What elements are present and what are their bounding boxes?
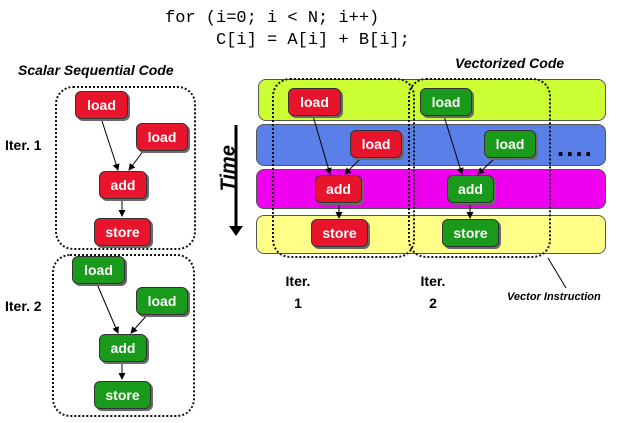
code-line-loop: for (i=0; i < N; i++) <box>165 9 380 28</box>
band-load-b <box>256 124 606 166</box>
vector-iter2-add: add <box>447 175 494 203</box>
vector-iter1-label-word: Iter. <box>285 273 311 289</box>
vector-iter1-box <box>272 78 415 258</box>
scalar-iter1-box <box>55 86 196 250</box>
scalar-iter2-box <box>52 254 195 417</box>
scalar-iter1-label: Iter. 1 <box>5 137 42 153</box>
scalar-title: Scalar Sequential Code <box>18 62 174 78</box>
scalar-iter2-load-a: load <box>72 256 125 284</box>
time-label: Time <box>217 145 240 192</box>
scalar-iter2-store: store <box>94 381 151 409</box>
vector-iter2-load-b: load <box>484 130 536 158</box>
vectorized-title: Vectorized Code <box>455 55 565 71</box>
vector-iter2-label-num: 2 <box>429 295 437 311</box>
scalar-iter1-load-b: load <box>136 123 188 151</box>
scalar-iter2-add: add <box>99 334 147 362</box>
vector-iter1-label: Iter. 1 <box>278 270 318 314</box>
scalar-iter1-add: add <box>99 171 147 199</box>
vector-iter2-store: store <box>442 219 499 247</box>
code-line-body: C[i] = A[i] + B[i]; <box>165 31 410 50</box>
band-add <box>256 169 606 209</box>
vector-iter2-label-word: Iter. <box>420 273 446 289</box>
vector-iter1-load-a: load <box>288 88 341 116</box>
vector-iter1-label-num: 1 <box>294 295 302 311</box>
vector-iter2-box <box>408 78 551 258</box>
scalar-iter1-store: store <box>94 218 151 246</box>
vector-iter2-load-a: load <box>420 88 472 116</box>
scalar-iter1-load-a: load <box>75 91 128 119</box>
vector-iter2-label: Iter. 2 <box>413 270 453 314</box>
vector-instruction-label: Vector Instruction <box>507 291 601 303</box>
vector-iter1-store: store <box>311 219 368 247</box>
code-snippet: for (i=0; i < N; i++) C[i] = A[i] + B[i]… <box>165 8 410 52</box>
vector-iter1-add: add <box>315 175 362 203</box>
scalar-iter2-label: Iter. 2 <box>5 298 42 314</box>
continuation-dots: .... <box>557 132 594 162</box>
scalar-iter2-load-b: load <box>136 287 188 315</box>
vector-iter1-load-b: load <box>350 130 402 158</box>
